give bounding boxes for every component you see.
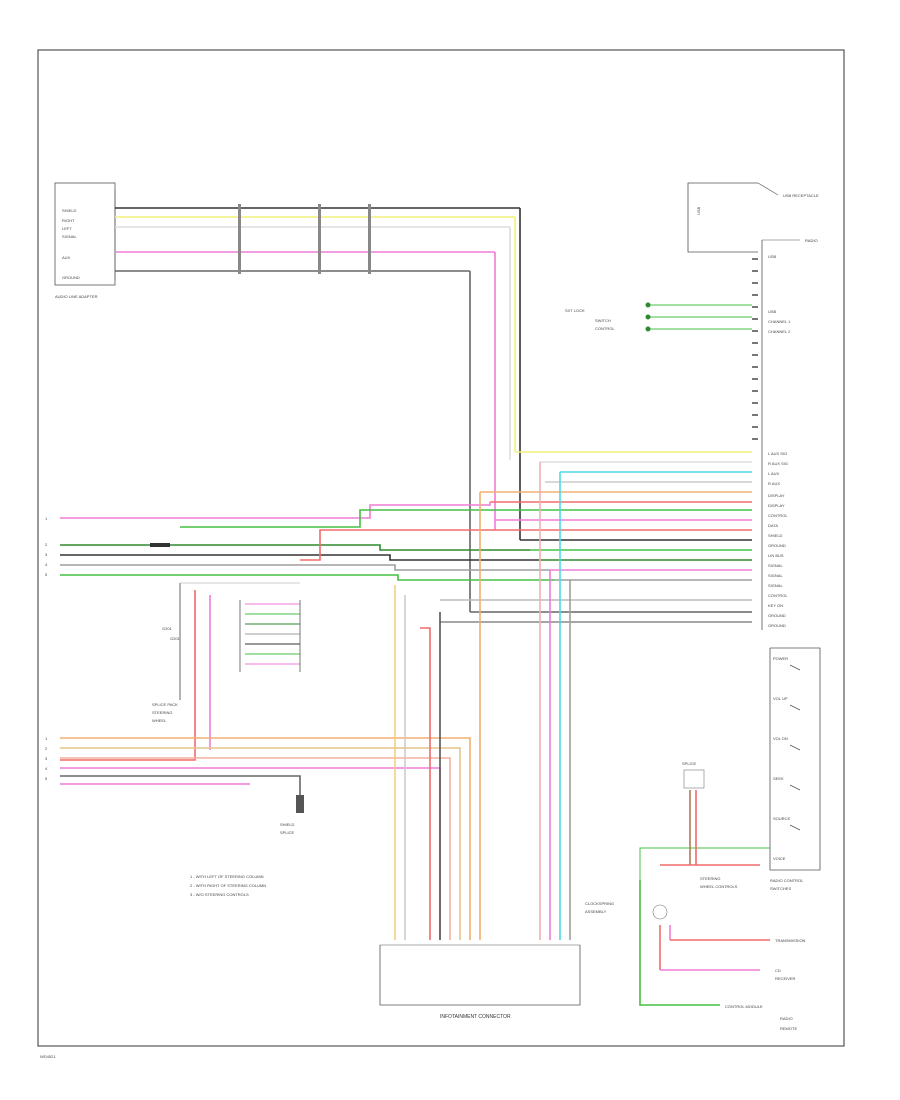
svg-text:CD: CD: [775, 968, 781, 973]
switch-block: G201: [170, 600, 301, 672]
svg-text:3: 3: [45, 552, 48, 557]
note-1: 1 - WITH LEFT OF STEERING COLUMN: [190, 874, 264, 879]
svg-text:L AUX: L AUX: [768, 471, 780, 476]
svg-text:SWITCH: SWITCH: [595, 318, 611, 323]
svg-text:GROUND: GROUND: [768, 623, 786, 628]
usb-channel-wires: SXT LOCK SWITCH CONTROL: [565, 302, 752, 332]
svg-text:SWITCHES: SWITCHES: [770, 886, 791, 891]
svg-text:VOL UP: VOL UP: [773, 696, 788, 701]
svg-text:LIN BUS: LIN BUS: [768, 553, 784, 558]
svg-text:RECEIVER: RECEIVER: [775, 976, 796, 981]
svg-text:G201: G201: [170, 636, 181, 641]
svg-text:SOURCE: SOURCE: [773, 816, 790, 821]
svg-text:SIGNAL: SIGNAL: [768, 583, 783, 588]
svg-text:GROUND: GROUND: [768, 613, 786, 618]
svg-text:2: 2: [45, 746, 48, 751]
svg-text:CHANNEL 1: CHANNEL 1: [768, 319, 791, 324]
svg-text:POWER: POWER: [773, 656, 788, 661]
bottom-module: INFOTAINMENT CONNECTOR: [379, 944, 581, 1020]
svg-text:SPLICE PACK: SPLICE PACK: [152, 702, 178, 707]
left-mid-connector: 1 2 3 4 5: [45, 516, 170, 577]
svg-text:ASSEMBLY: ASSEMBLY: [585, 909, 607, 914]
svg-text:AUX: AUX: [62, 255, 71, 260]
svg-text:VOICE: VOICE: [773, 856, 786, 861]
svg-text:RADIO: RADIO: [780, 1016, 793, 1021]
svg-text:SEEK: SEEK: [773, 776, 784, 781]
svg-text:KEY ON: KEY ON: [768, 603, 783, 608]
svg-text:USB: USB: [768, 309, 777, 314]
svg-text:VOL DN: VOL DN: [773, 736, 788, 741]
svg-text:5: 5: [45, 572, 48, 577]
svg-text:USB: USB: [696, 206, 701, 215]
svg-text:SIGNAL: SIGNAL: [768, 573, 783, 578]
left-module-label: AUDIO LINE ADAPTER: [55, 294, 98, 299]
note-2: 2 - WITH RIGHT OF STEERING COLUMN: [190, 883, 266, 888]
svg-text:STEERING: STEERING: [700, 876, 720, 881]
corner-id: WD4521: [40, 1054, 56, 1059]
note-3: 3 - W/O STEERING CONTROLS: [190, 892, 249, 897]
svg-text:SIGNAL: SIGNAL: [62, 234, 77, 239]
svg-text:WHEEL: WHEEL: [152, 718, 167, 723]
svg-text:5: 5: [45, 776, 48, 781]
svg-text:CONTROL: CONTROL: [768, 593, 788, 598]
svg-text:SPLICE: SPLICE: [280, 830, 295, 835]
svg-text:1: 1: [45, 736, 48, 741]
svg-text:USB: USB: [768, 254, 777, 259]
bottom-verticals: [394, 462, 571, 940]
bottom-left-connector: 1 2 3 4 5 SHIELD SPLICE: [45, 736, 471, 940]
bottom-module-label: INFOTAINMENT CONNECTOR: [440, 1014, 511, 1020]
top-harness: [115, 204, 521, 612]
svg-text:CONTROL MODULE: CONTROL MODULE: [725, 1004, 763, 1009]
svg-text:RADIO CONTROL: RADIO CONTROL: [770, 878, 804, 883]
svg-text:SPLICE: SPLICE: [682, 761, 697, 766]
svg-text:SIGNAL: SIGNAL: [768, 563, 783, 568]
svg-text:STEERING: STEERING: [152, 710, 172, 715]
svg-text:L AUX SIG: L AUX SIG: [768, 451, 787, 456]
svg-text:LEFT: LEFT: [62, 226, 72, 231]
svg-text:SXT LOCK: SXT LOCK: [565, 308, 585, 313]
svg-text:4: 4: [45, 766, 48, 771]
svg-text:R AUX SIG: R AUX SIG: [768, 461, 788, 466]
svg-text:GROUND: GROUND: [62, 275, 80, 280]
svg-text:SHIELD: SHIELD: [280, 822, 295, 827]
notes: 1 - WITH LEFT OF STEERING COLUMN 2 - WIT…: [190, 874, 266, 897]
svg-text:WHEEL CONTROLS: WHEEL CONTROLS: [700, 884, 738, 889]
svg-text:2: 2: [45, 542, 48, 547]
svg-text:1: 1: [45, 516, 48, 521]
left-vertical-run: SPLICE PACK STEERING WHEEL: [60, 583, 211, 761]
svg-text:CONTROL: CONTROL: [595, 326, 615, 331]
svg-text:SHIELD: SHIELD: [62, 208, 77, 213]
svg-text:4: 4: [45, 562, 48, 567]
radio-module: RADIO USB USB CHANNEL 1 CHANNEL 2 L AUX …: [752, 238, 818, 630]
svg-text:REMOTE: REMOTE: [780, 1026, 797, 1031]
svg-text:CONTROL: CONTROL: [768, 513, 788, 518]
svg-text:SHIELD: SHIELD: [768, 533, 783, 538]
svg-text:CLOCKSPRING: CLOCKSPRING: [585, 901, 614, 906]
clockspring: SPLICE CLOCKSPRING ASSEMBLY STEERING WHE…: [585, 761, 806, 1031]
ground-label: G201: [162, 626, 173, 631]
svg-text:RIGHT: RIGHT: [62, 218, 75, 223]
svg-text:3: 3: [45, 756, 48, 761]
svg-text:DATA: DATA: [768, 523, 778, 528]
svg-text:TRANSMISSION: TRANSMISSION: [775, 938, 806, 943]
svg-text:CHANNEL 2: CHANNEL 2: [768, 329, 791, 334]
steering-switch-ladder: POWER VOL UP VOL DN SEEK SOURCE VOICE RA…: [639, 647, 821, 891]
svg-text:GROUND: GROUND: [768, 543, 786, 548]
usb-box-label: USB RECEPTACLE: [783, 193, 819, 198]
svg-text:DISPLAY: DISPLAY: [768, 503, 785, 508]
svg-text:DISPLAY: DISPLAY: [768, 493, 785, 498]
mid-harness: [60, 440, 752, 623]
usb-box: USB USB RECEPTACLE: [687, 182, 819, 253]
diagram-frame: [37, 49, 845, 1047]
svg-text:R AUX: R AUX: [768, 481, 780, 486]
left-module: SHIELD RIGHT LEFT SIGNAL AUX GROUND AUDI…: [54, 182, 116, 299]
radio-label: RADIO: [805, 238, 818, 243]
